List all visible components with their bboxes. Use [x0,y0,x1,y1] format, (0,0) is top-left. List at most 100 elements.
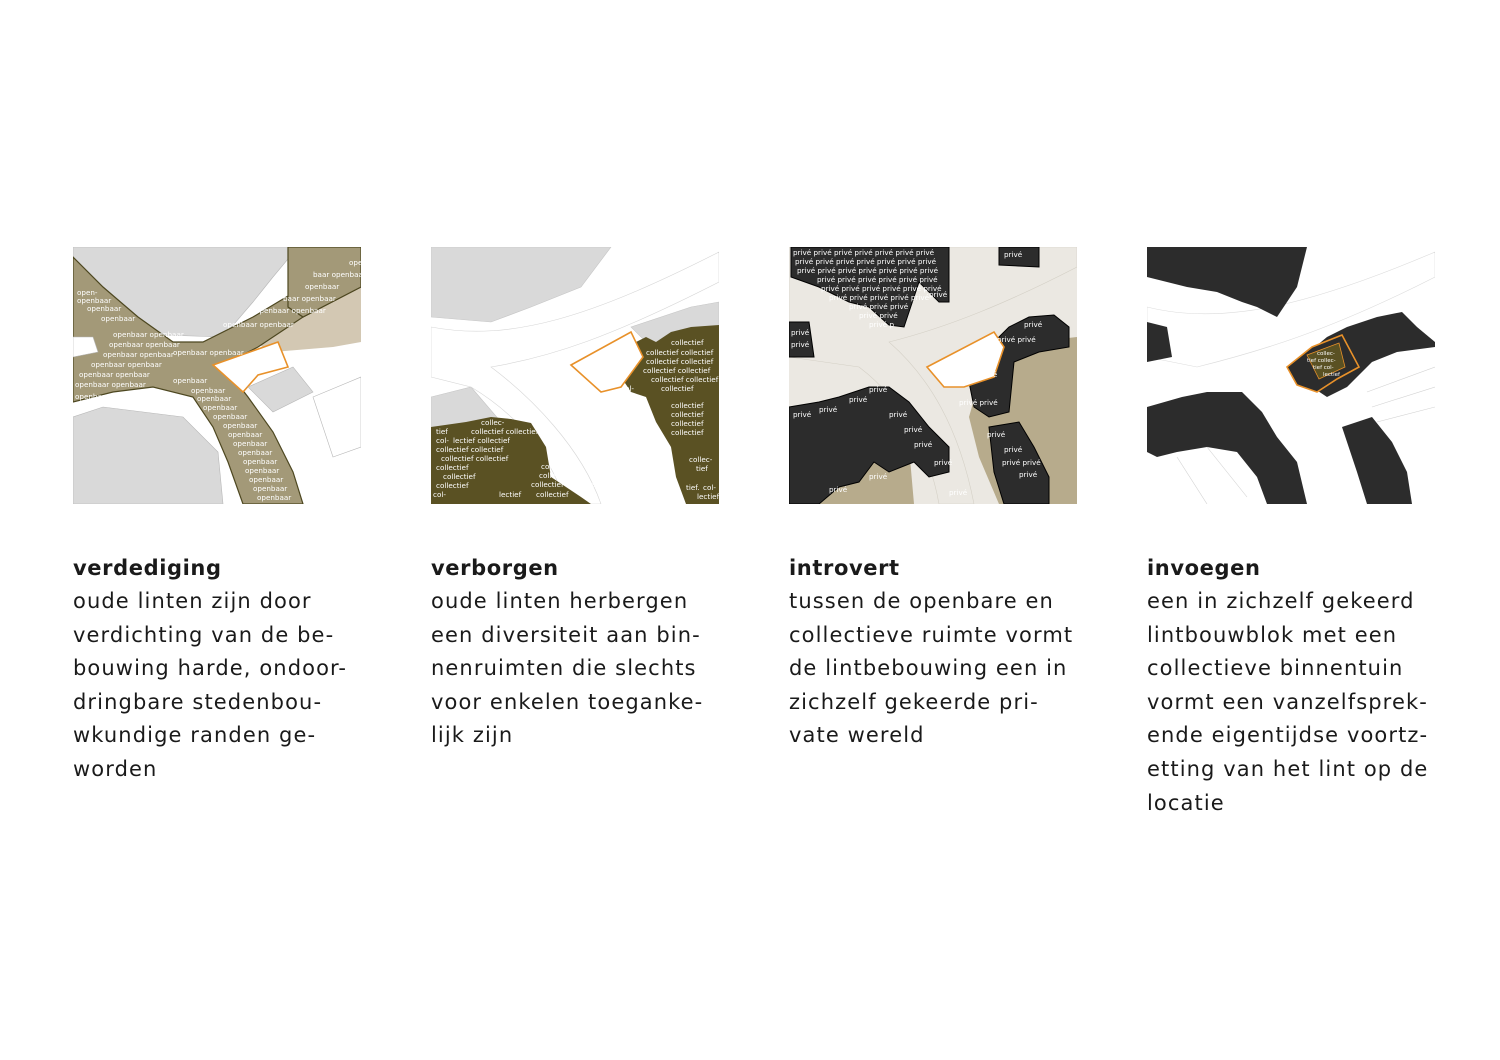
map-label: collectief [443,472,476,481]
building-block [1147,322,1172,362]
panel-introvert: privé privé privé privé privé privé priv… [789,247,1077,753]
building-block [431,247,612,323]
map-label: privé privé [859,311,898,320]
map-label: privé [949,488,968,497]
street [1147,251,1435,368]
map-label: collectief collectief [441,454,509,463]
map-label: collectief [671,419,704,428]
map-label: collectief [436,481,469,490]
map-label: privé privé [1002,458,1041,467]
caption-line: een in zichzelf gekeerd [1147,589,1415,613]
caption-title: introvert [789,556,900,580]
map-label: privé [849,395,868,404]
panel-invoegen: collec- tief collec- tief col- lectief i… [1147,247,1435,820]
map-label-group: collectief collectief collectief collect… [433,338,719,501]
map-invoegen: collec- tief collec- tief col- lectief [1147,247,1435,504]
map-label: privé [869,385,888,394]
map-label: privé privé privé [849,302,909,311]
map-label: privé [904,425,923,434]
building-block [73,406,224,504]
caption-line: oude linten zijn door [73,589,312,613]
map-label: collectief [541,462,574,471]
private-block [998,247,1040,268]
private-block [790,247,950,328]
map-label: privé [979,370,998,379]
panel-verborgen: collectief collectief collectief collect… [431,247,719,753]
caption-line: locatie [1147,790,1225,815]
caption-invoegen: invoegen een in zichzelf gekeerd lintbou… [1147,552,1435,820]
map-label: collectief [671,428,704,437]
map-label: privé privé privé privé privé privé priv… [793,248,935,257]
map-label: collectief [671,401,704,410]
map-label: privé [819,405,838,414]
map-label: col- [433,490,446,499]
caption-body: oude linten herbergen een diversiteit aa… [431,585,719,753]
caption-line: een diversiteit aan bin- [431,622,701,647]
map-label: openbaar [257,493,291,502]
map-label: openbaar openbaar [173,348,244,357]
map-label-group: open- baar openbaar openbaar baar openba… [75,258,361,502]
parcel [312,376,361,458]
map-label: openbaar [249,475,283,484]
map-verborgen: collectief collectief collectief collect… [431,247,719,504]
map-label: openbaar openbaar [255,306,326,315]
map-label: openbaar [238,448,272,457]
map-label: openbaar [197,394,231,403]
map-label: privé [987,430,1006,439]
map-label: privé [889,410,908,419]
map-label: privé [791,328,810,337]
map-label-group: privé privé privé privé privé privé priv… [791,248,1043,497]
map-label: privé [793,410,812,419]
private-block [789,321,815,358]
map-label: privé privé privé privé privé privé [817,275,938,284]
map-label: collectief collectief [651,375,719,384]
map-label: collectief collectief [646,357,714,366]
map-verdediging: open- baar openbaar openbaar baar openba… [73,247,361,504]
map-label: tief col- [1313,365,1334,371]
map-label: open- [349,258,361,267]
map-label: privé [791,340,810,349]
map-label: collectief collectief [646,348,714,357]
map-label: baar openbaar [313,270,361,279]
map-label: collectief [539,471,572,480]
map-introvert: privé privé privé privé privé privé priv… [789,247,1077,504]
caption-body: tussen de openbare en collectieve ruimte… [789,585,1077,753]
caption-line: nenruimten die slechts [431,656,697,681]
collective-courtyard [1306,342,1346,380]
caption-verdediging: verdediging oude linten zijn door verdic… [73,552,361,787]
caption-line: collectieve binnentuin [1147,656,1404,681]
caption-title: invoegen [1147,556,1261,580]
map-label: collec- [481,418,505,427]
caption-line: vormt een vanzelfsprek- [1147,689,1428,714]
caption-line: lijk zijn [431,723,514,748]
map-label: openbaar openbaar [223,320,294,329]
caption-verborgen: verborgen oude linten herbergen een dive… [431,552,719,753]
caption-line: oude linten herbergen [431,589,689,613]
caption-line: verdichting van de be- [73,622,335,647]
map-label: privé [1004,445,1023,454]
map-label: collectief collectief [436,445,504,454]
panel-verdediging: open- baar openbaar openbaar baar openba… [73,247,361,787]
map-label: openbaar [101,314,135,323]
map-label: tief collec- [1307,358,1336,364]
map-label: privé [1019,470,1038,479]
caption-line: de lintbebouwing een in [789,656,1068,681]
map-label: openbaar [77,296,111,305]
map-label: collectief [436,463,469,472]
map-label: openbaar openbaar [91,360,162,369]
map-label: tief. [686,483,700,492]
map-label: collectief collectief [643,366,711,375]
map-label: privé [1004,250,1023,259]
map-label: openbaar openbaar [103,350,174,359]
map-label: privé [869,472,888,481]
map-label: baar openbaar [283,294,336,303]
map-label: privé [934,458,953,467]
map-label: lectief [499,490,522,499]
caption-line: dringbare stedenbou- [73,689,323,714]
map-label: privé [1024,320,1043,329]
caption-line: collectieve ruimte vormt [789,622,1074,647]
map-label: privé privé [959,398,998,407]
collective-block [621,325,719,504]
map-label: openbaar [213,412,247,421]
collective-block [431,417,591,504]
